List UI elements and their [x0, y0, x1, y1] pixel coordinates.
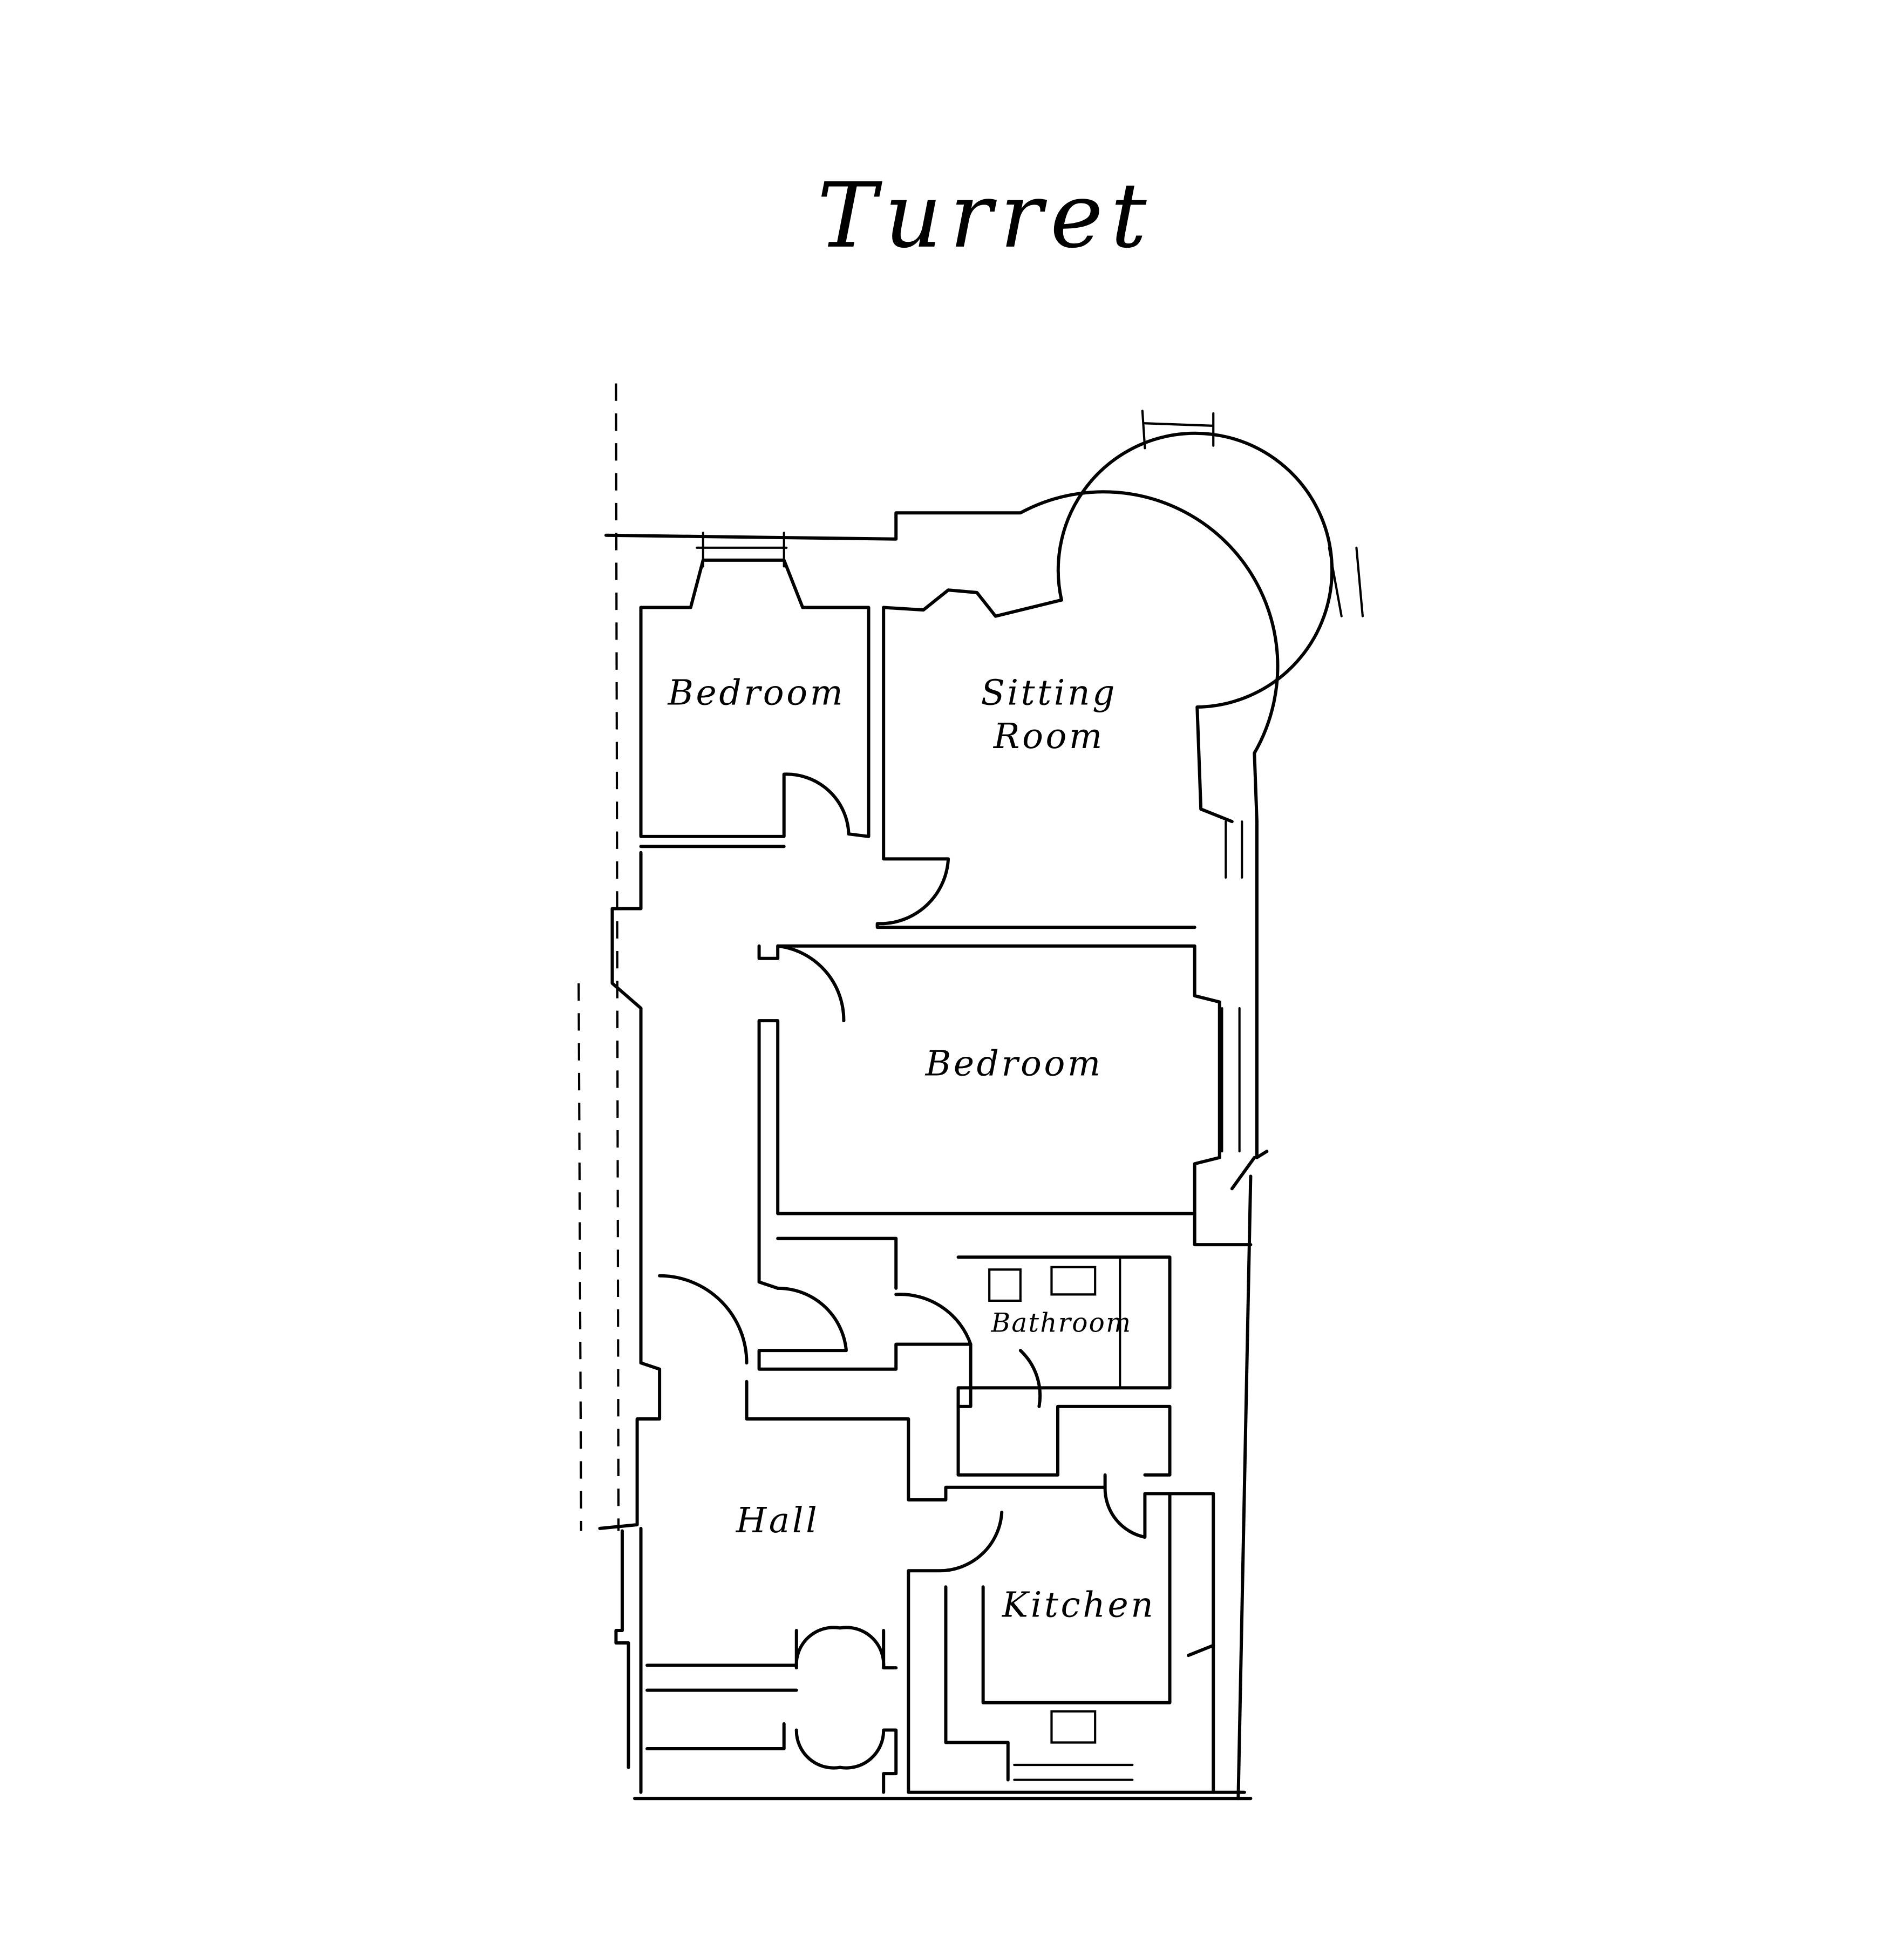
- room-label-bathroom: Bathroom: [990, 1308, 1132, 1339]
- room-label-sitting: Sitting: [981, 672, 1118, 713]
- interior-walls-lower: [614, 1237, 1253, 1801]
- plan-title: Turret: [817, 164, 1154, 268]
- exterior-walls: [598, 431, 1334, 1530]
- room-label-bedroom: Bedroom: [667, 672, 845, 713]
- room-label-kitchen: Kitchen: [1002, 1585, 1156, 1626]
- windows: [696, 410, 1364, 1781]
- room-label-bedroom-2: Bedroom: [925, 1044, 1103, 1084]
- property-boundary: [577, 383, 1253, 1801]
- room-label-hall: Hall: [736, 1500, 820, 1541]
- room-labels: Bedroom Sitting Room Bedroom Bathroom Ha…: [667, 672, 1156, 1626]
- room-label-room: Room: [993, 716, 1105, 757]
